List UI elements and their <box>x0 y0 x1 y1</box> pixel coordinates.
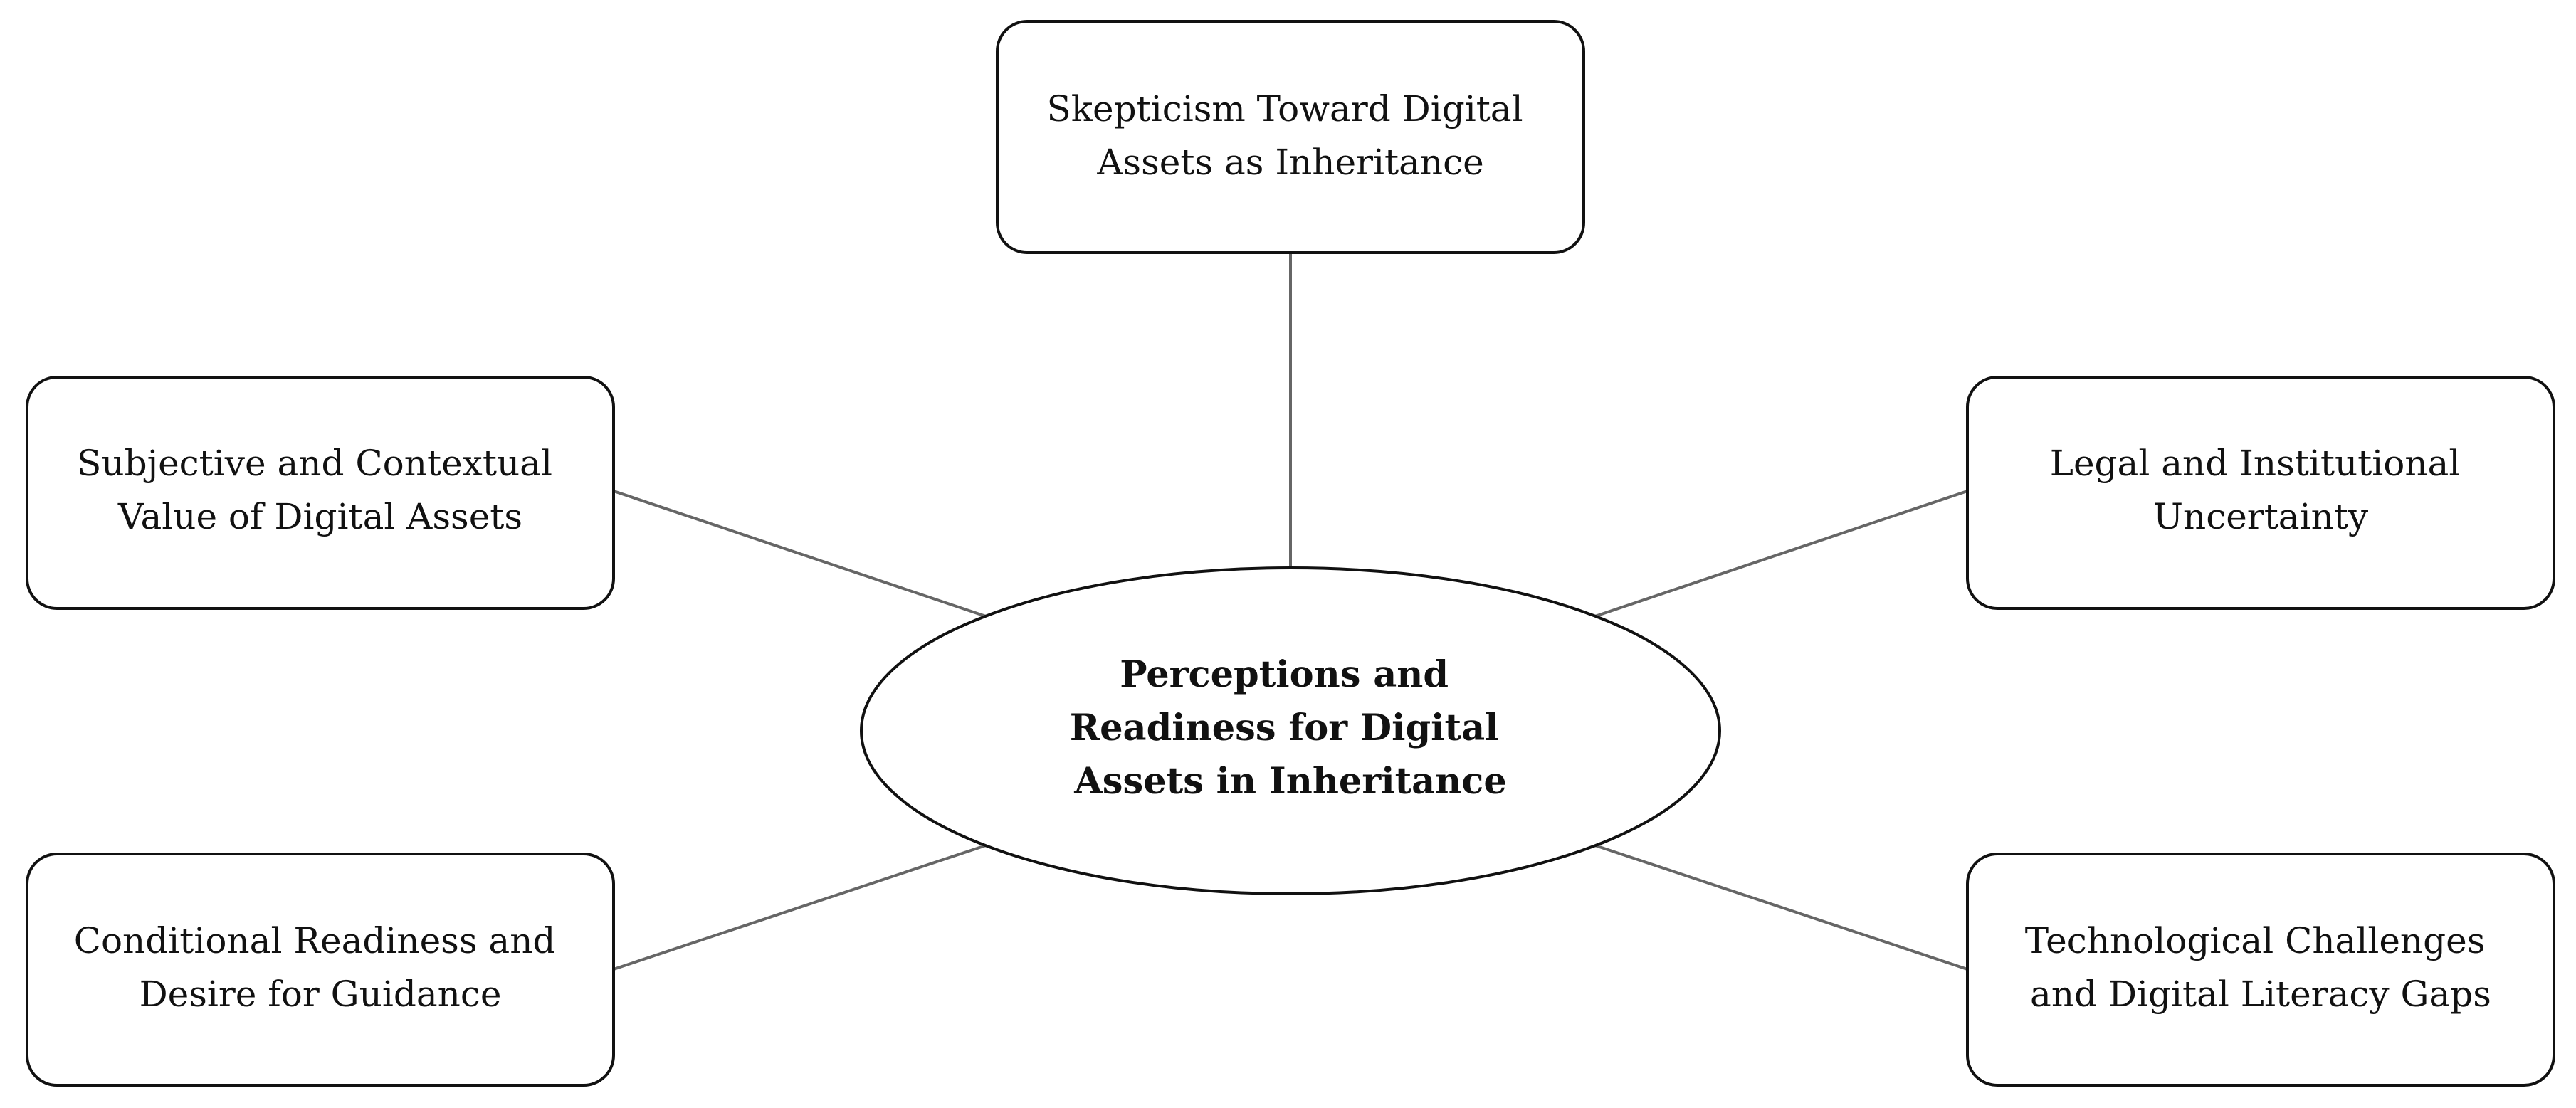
connector-upper-left <box>613 490 987 618</box>
node-legal-uncertainty: Legal and Institutional Uncertainty <box>1966 376 2555 610</box>
node-conditional-readiness: Conditional Readiness and Desire for Gui… <box>26 853 615 1087</box>
node-legal-uncertainty-line-1: Legal and Institutional <box>2050 443 2461 484</box>
center-node-line-1: Perceptions and <box>1120 653 1449 696</box>
center-node-label: Perceptions and Readiness for Digital As… <box>1070 653 1512 803</box>
node-technological-challenges: Technological Challenges and Digital Lit… <box>1966 853 2555 1087</box>
node-subjective-value-line-2: Value of Digital Assets <box>117 496 522 537</box>
node-subjective-value: Subjective and Contextual Value of Digit… <box>26 376 615 610</box>
center-node: Perceptions and Readiness for Digital As… <box>860 566 1721 895</box>
node-subjective-value-label: Subjective and Contextual Value of Digit… <box>77 443 564 537</box>
node-technological-challenges-line-1: Technological Challenges <box>2025 920 2486 961</box>
node-skepticism-line-2: Assets as Inheritance <box>1096 142 1483 183</box>
node-legal-uncertainty-line-2: Uncertainty <box>2153 496 2369 537</box>
node-skepticism-line-1: Skepticism Toward Digital <box>1046 88 1523 130</box>
center-node-line-2: Readiness for Digital <box>1070 707 1499 749</box>
node-conditional-readiness-line-1: Conditional Readiness and <box>74 920 556 961</box>
node-subjective-value-line-1: Subjective and Contextual <box>77 443 552 484</box>
node-technological-challenges-line-2: and Digital Literacy Gaps <box>2030 974 2491 1015</box>
node-skepticism: Skepticism Toward Digital Assets as Inhe… <box>996 20 1585 254</box>
node-conditional-readiness-label: Conditional Readiness and Desire for Gui… <box>74 920 567 1015</box>
node-skepticism-label: Skepticism Toward Digital Assets as Inhe… <box>1046 88 1534 183</box>
connector-lower-right <box>1594 844 1968 971</box>
node-legal-uncertainty-label: Legal and Institutional Uncertainty <box>2050 443 2472 537</box>
connector-upper-right <box>1594 490 1968 618</box>
node-conditional-readiness-line-2: Desire for Guidance <box>140 974 502 1015</box>
center-node-line-3: Assets in Inheritance <box>1073 760 1507 803</box>
node-technological-challenges-label: Technological Challenges and Digital Lit… <box>2025 920 2497 1015</box>
connector-lower-left <box>613 844 987 971</box>
